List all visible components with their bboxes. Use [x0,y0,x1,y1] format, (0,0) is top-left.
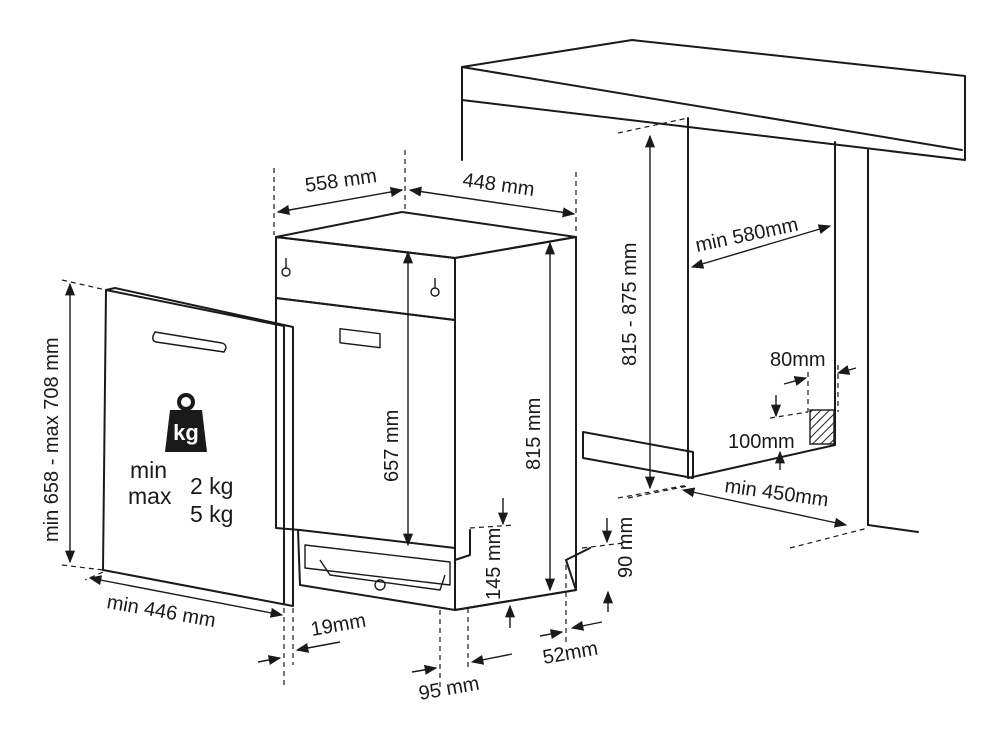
kg-weight-icon: kg [165,393,207,452]
label-top-width: 558 mm [304,165,379,197]
label-panel-thickness: 19mm [309,610,368,641]
plinth-frame [297,529,471,611]
control-panel [275,236,456,321]
label-vent-width: 80mm [770,349,826,371]
panel-face [102,287,294,607]
weight-max-label: max [128,483,172,509]
cabinet-niche [461,39,966,533]
hinge-right [430,287,440,297]
label-top-depth: 448 mm [461,169,536,201]
hinge-left [281,267,291,277]
label-foot-adjust: 52mm [541,638,600,669]
side-cabinet-base [867,524,919,533]
weight-min-label: min [130,457,167,483]
dishwasher-top [275,211,577,259]
plinth-inner [304,544,451,586]
worktop [461,39,966,161]
base-profile [454,547,591,611]
label-front-height: 657 mm [381,410,403,482]
dishwasher-side [454,236,577,611]
weight-max-value: 5 kg [190,501,233,527]
label-vent-height: 100mm [728,431,795,453]
weight-icon-text: kg [173,420,199,445]
label-side-height: 815 mm [523,398,545,470]
label-panel-width: min 446 mm [105,591,217,632]
dishwasher [275,211,591,611]
dimension-lines [61,117,869,690]
vent-opening-hatch [809,409,835,445]
label-plinth-offset: 90 mm [615,517,637,578]
label-niche-width: min 450mm [723,475,830,511]
label-plinth-height: 145 mm [483,528,505,600]
worktop-front-edge [461,66,963,151]
foot-adjuster [374,579,386,591]
label-plinth-depth: 95 mm [417,673,481,705]
panel-handle [152,331,227,353]
label-panel-height: min 658 - max 708 mm [41,337,63,542]
dishwasher-front [275,297,456,549]
label-niche-height: 815 - 875 mm [619,243,641,366]
left-plinth [582,431,694,479]
panel-display [339,328,381,349]
door-panel [102,287,294,607]
weight-min-value: 2 kg [190,473,233,499]
